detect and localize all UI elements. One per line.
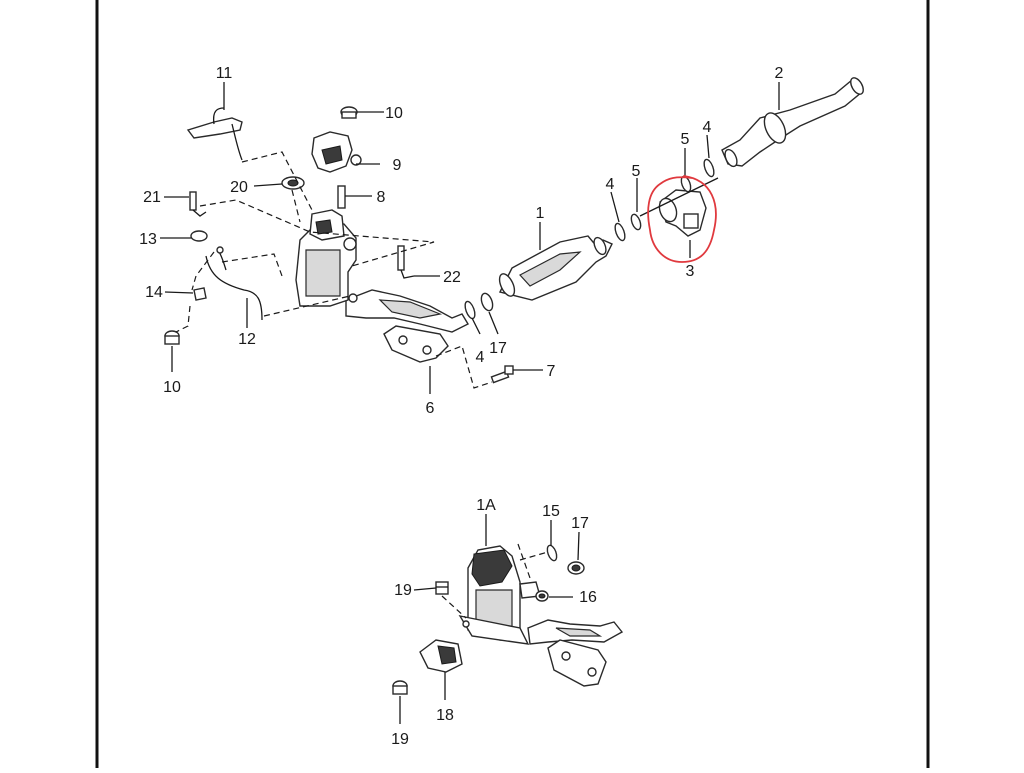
part-8-stud — [337, 185, 346, 209]
callout-20: 20 — [230, 179, 248, 196]
dashed-reference-lines — [175, 151, 493, 389]
part-21-sensor — [189, 191, 207, 217]
callout-19-bottom: 19 — [391, 731, 409, 748]
part-19-bolt-top — [435, 581, 449, 595]
callout-labels-top: 1 2 3 4 4 4 5 5 6 7 8 9 10 10 11 12 13 1… — [139, 65, 783, 417]
part-1-catalytic-converter — [498, 235, 613, 301]
callout-labels-bottom: 1A 15 17 16 18 19 19 — [391, 497, 597, 748]
callout-3: 3 — [686, 263, 695, 280]
callout-1A: 1A — [476, 497, 496, 514]
dashed-reference-lines-bottom — [441, 543, 549, 619]
callout-leaders-top — [160, 82, 780, 394]
callout-4-middle: 4 — [606, 176, 615, 193]
part-17-nut-bottom — [567, 561, 585, 575]
callout-5-middle: 5 — [632, 163, 641, 180]
front-pipe-bottom — [527, 619, 624, 687]
callout-17: 17 — [489, 340, 507, 357]
part-14-clip — [193, 287, 207, 301]
callout-10-top: 10 — [385, 105, 403, 122]
part-15-ring — [546, 544, 558, 562]
callout-4-rear: 4 — [703, 119, 712, 136]
callout-21: 21 — [143, 189, 161, 206]
gaskets — [464, 158, 719, 320]
part-2-rear-pipe — [721, 77, 864, 168]
callout-18: 18 — [436, 707, 454, 724]
callout-7: 7 — [547, 363, 556, 380]
callout-16: 16 — [579, 589, 597, 606]
part-13-ring — [190, 230, 208, 242]
manifold-assembly — [295, 209, 358, 307]
callout-5-rear: 5 — [681, 131, 690, 148]
part-11-sensor — [186, 107, 243, 161]
callout-11: 11 — [216, 65, 233, 82]
callout-9: 9 — [393, 157, 402, 174]
part-22-sensor — [397, 245, 415, 279]
callout-4-front: 4 — [476, 349, 485, 366]
part-18-bracket — [419, 639, 463, 673]
callout-leaders-bottom — [399, 514, 580, 724]
part-1A-catalytic-assembly — [458, 545, 541, 645]
part-6-front-pipe — [345, 289, 469, 363]
callout-2: 2 — [775, 65, 784, 82]
part-9-heat-shield — [311, 131, 362, 173]
callout-19-top: 19 — [394, 582, 412, 599]
callout-1: 1 — [536, 205, 545, 222]
callout-6: 6 — [426, 400, 435, 417]
part-7-bolt — [490, 365, 514, 384]
callout-17-bottom: 17 — [571, 515, 589, 532]
part-16-clip — [535, 590, 549, 602]
part-10-nut-top — [340, 106, 358, 119]
callout-15: 15 — [542, 503, 560, 520]
callout-8: 8 — [377, 189, 386, 206]
part-3-clamp — [658, 189, 707, 237]
part-3-highlight-circle — [647, 175, 717, 263]
part-19-nut-bottom — [392, 680, 408, 695]
part-10-nut-left — [164, 330, 180, 345]
part-12-sensor-cable — [205, 246, 263, 321]
callout-22: 22 — [443, 269, 461, 286]
callout-13: 13 — [139, 231, 157, 248]
callout-12: 12 — [238, 331, 256, 348]
part-20-clamp — [281, 176, 305, 190]
callout-14: 14 — [145, 284, 163, 301]
callout-10-left: 10 — [163, 379, 181, 396]
